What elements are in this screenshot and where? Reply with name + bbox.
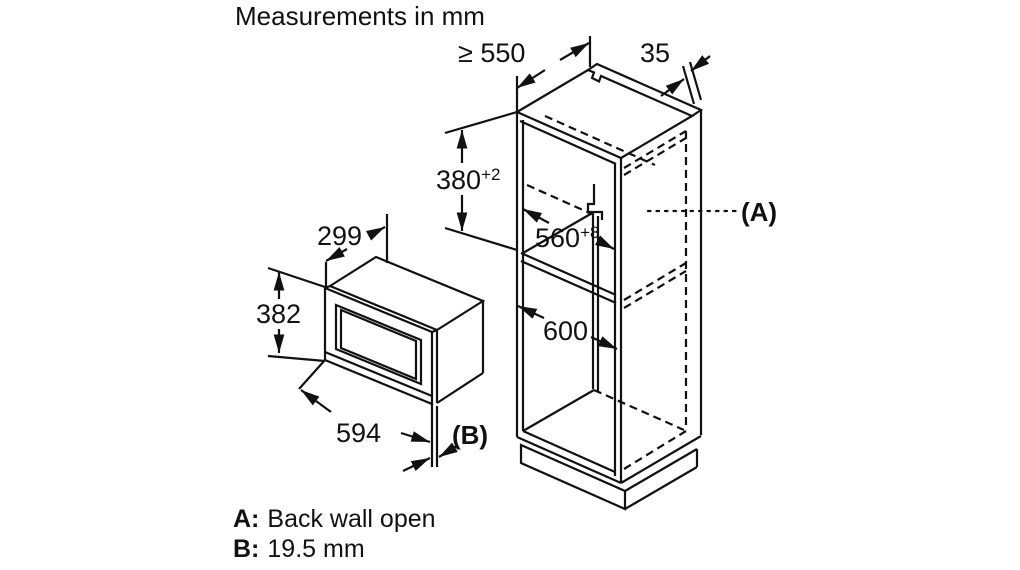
dimension-label-cabinet-width: 600: [543, 316, 588, 346]
extension-lines: [324, 214, 389, 287]
arrow-line: [660, 78, 685, 97]
cabinet-inner-edges: [519, 119, 617, 476]
dimension-marker-a: (A): [646, 197, 777, 227]
dimension-appliance-width: 594: [298, 359, 431, 448]
extension-lines: [515, 36, 592, 111]
dimension-niche-height: 380+2: [436, 110, 518, 252]
extension-lines: [444, 110, 518, 252]
arrow-line: [300, 389, 332, 413]
arrow-line: [365, 226, 386, 241]
diagram-title: Measurements in mm: [235, 1, 485, 31]
dimension-label-rear-gap: 35: [640, 38, 670, 68]
marker-a-label: (A): [741, 197, 777, 227]
dimension-label-niche-width: 560+8: [535, 223, 599, 253]
cabinet-plinth: [519, 443, 699, 511]
dimension-label-niche-height: 380+2: [436, 165, 500, 195]
dimension-marker-b: (B): [402, 420, 488, 472]
microwave-frame-protrusion: [324, 284, 439, 403]
legend: A:Back wall open B:19.5 mm: [233, 505, 436, 563]
extension-lines: [267, 266, 326, 363]
legend-line-b: B:19.5 mm: [233, 535, 365, 563]
arrow-line: [517, 305, 545, 319]
dimension-appliance-depth: 299: [317, 214, 389, 287]
arrow-line: [522, 208, 550, 224]
cabinet-rear-overhang: [587, 62, 704, 484]
marker-b-label: (B): [452, 420, 488, 450]
cabinet-floor: [522, 389, 616, 474]
extension-lines: [681, 61, 703, 105]
dimension-cabinet-width: 600: [517, 305, 618, 350]
cabinet-cutout-detail: [586, 184, 604, 220]
arrow-line: [559, 42, 590, 61]
microwave-body-top: [329, 255, 486, 331]
arrow-line: [590, 336, 618, 350]
microwave-control-band: [324, 350, 433, 398]
microwave-drawing: [323, 255, 486, 467]
extension-lines: [298, 359, 326, 390]
cabinet-drawing: [514, 62, 704, 511]
arrow-line: [594, 235, 615, 250]
dimension-label-niche-depth: ≥ 550: [458, 38, 525, 68]
arrow-line: [438, 442, 458, 458]
dimension-appliance-height: 382: [256, 266, 326, 363]
microwave-protrusion-extensions: [430, 404, 439, 467]
dimension-rear-gap: 35: [640, 38, 711, 105]
microwave-door-window: [334, 303, 423, 386]
cabinet-front-frame: [515, 112, 623, 485]
dimension-label-appliance-depth: 299: [317, 221, 362, 251]
arrow-line: [325, 246, 348, 262]
arrow-line: [400, 431, 431, 444]
dimension-niche-depth: ≥ 550: [458, 36, 592, 111]
arrow-line: [690, 55, 711, 72]
dimension-label-appliance-height: 382: [256, 299, 301, 329]
microwave-body-side: [436, 301, 485, 404]
cabinet-top-face: [514, 68, 695, 160]
dimension-label-appliance-width: 594: [336, 418, 381, 448]
arrow-line: [402, 457, 431, 472]
dimension-niche-width: 560+8: [522, 208, 615, 253]
arrow-line: [516, 69, 546, 89]
cabinet-shelf: [520, 211, 617, 391]
legend-line-a: A:Back wall open: [233, 505, 436, 533]
cabinet-open-back-dashed: [526, 114, 688, 470]
